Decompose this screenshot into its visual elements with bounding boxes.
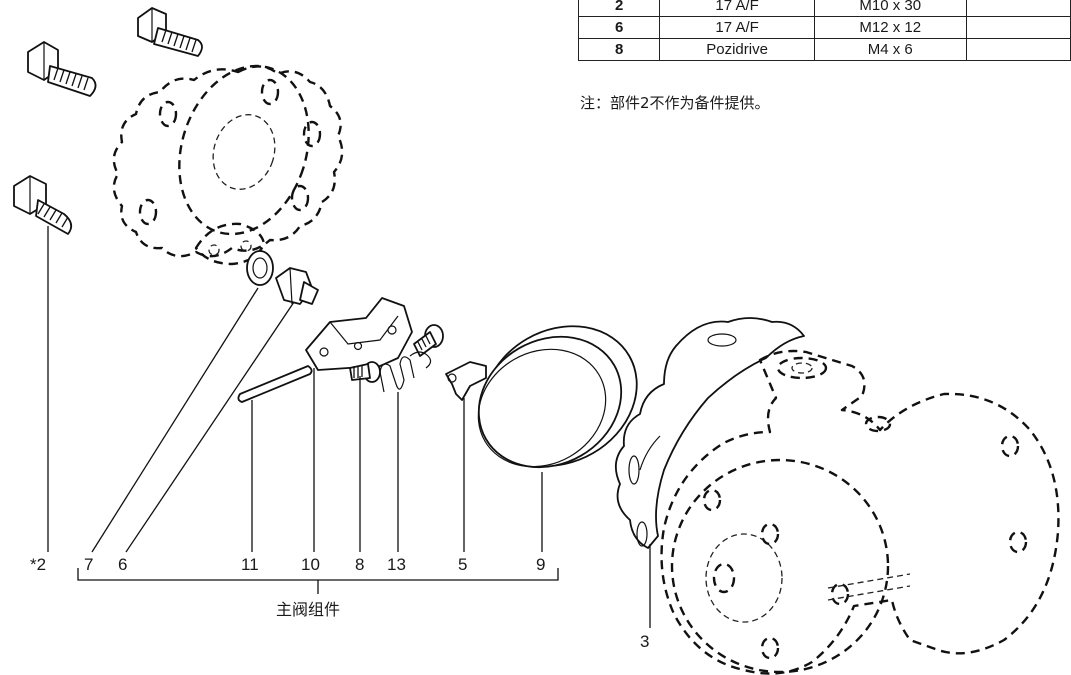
callout-2: *2 xyxy=(30,555,46,574)
diaphragm xyxy=(477,325,638,469)
parts-table-cell: M10 x 30 xyxy=(813,0,967,17)
callout-8: 8 xyxy=(355,555,364,574)
plug xyxy=(275,267,319,305)
bracket xyxy=(305,297,413,371)
bolt-top xyxy=(137,7,203,57)
parts-table-cell: 17 A/F xyxy=(659,16,815,39)
callout-13: 13 xyxy=(387,555,406,574)
callout-6: 6 xyxy=(118,555,127,574)
assembly-label: 主阀组件 xyxy=(276,600,340,619)
valve-body xyxy=(614,317,1060,675)
callout-11: 11 xyxy=(241,555,259,574)
washer xyxy=(246,250,274,286)
table-note: 注：部件2不作为备件提供。 xyxy=(580,94,770,112)
callout-3: 3 xyxy=(640,632,649,651)
parts-table-cell: M12 x 12 xyxy=(813,16,967,39)
callout-5: 5 xyxy=(458,555,467,574)
parts-table-cell: M4 x 6 xyxy=(813,38,967,61)
leader-lines xyxy=(47,226,651,628)
parts-table-cell: 8 xyxy=(577,38,661,61)
callout-7: 7 xyxy=(84,555,93,574)
parts-table-cell: 2 xyxy=(577,0,661,17)
bolt-left-lower xyxy=(13,175,73,235)
callout-9: 9 xyxy=(536,555,545,574)
screw-upper xyxy=(413,324,444,357)
parts-table-cell: 17 A/F xyxy=(659,0,815,17)
parts-table-cell: Pozidrive xyxy=(659,38,815,61)
parts-table-cell: 6 xyxy=(577,16,661,39)
parts-table-cell xyxy=(965,38,1071,61)
cover-flange xyxy=(112,64,344,266)
parts-table-cell xyxy=(965,0,1071,17)
clip xyxy=(445,361,487,401)
callout-10: 10 xyxy=(301,555,320,574)
pin xyxy=(237,365,313,403)
spring xyxy=(379,351,432,393)
parts-table-cell xyxy=(965,16,1071,39)
bolt-left-upper xyxy=(27,41,97,97)
